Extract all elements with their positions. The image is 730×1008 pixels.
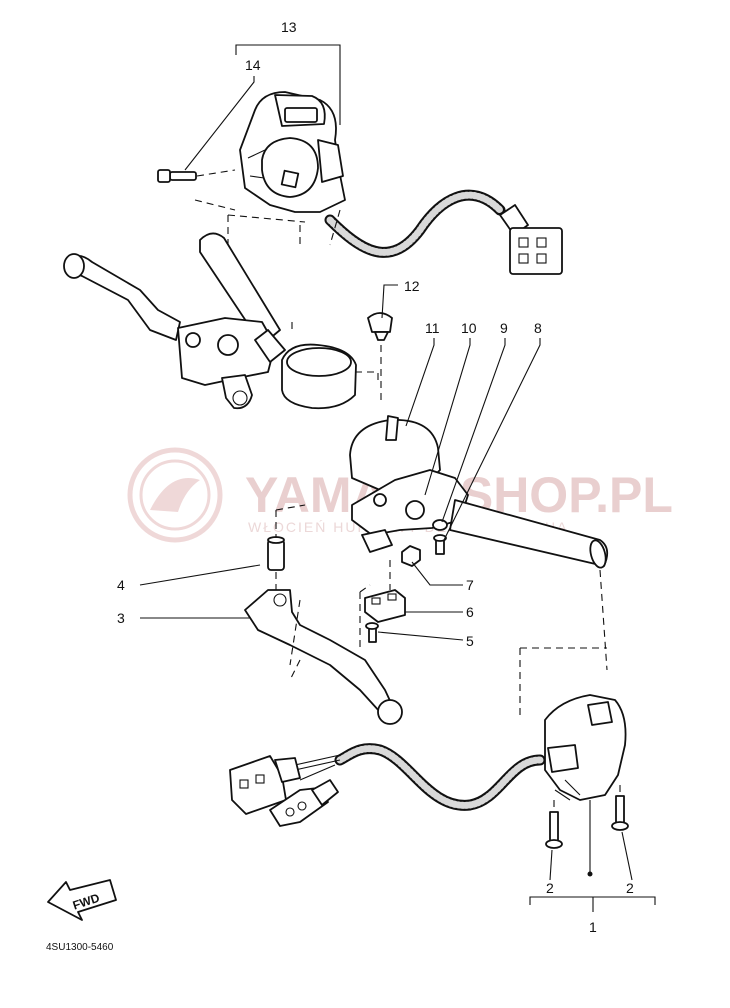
clutch-lever-assembly — [63, 253, 357, 410]
clip-12 — [367, 312, 393, 341]
right-handlebar-switch-1 — [229, 694, 627, 827]
callout-9: 9 — [500, 320, 508, 336]
screw-2b — [611, 795, 629, 831]
handlebar-tube-right — [449, 499, 609, 569]
callout-5: 5 — [466, 633, 474, 649]
callout-10: 10 — [461, 320, 477, 336]
switch-6 — [364, 589, 406, 623]
callout-2b: 2 — [626, 880, 634, 896]
callout-14: 14 — [245, 57, 261, 73]
drawing-code: 4SU1300-5460 — [46, 942, 114, 953]
callout-1: 1 — [589, 919, 597, 935]
brake-lever-3 — [244, 589, 403, 725]
callout-6: 6 — [466, 604, 474, 620]
washer-9 — [432, 519, 448, 531]
left-handlebar-switch-13 — [239, 91, 563, 275]
callout-11: 11 — [425, 320, 440, 336]
connector-1b — [269, 779, 339, 827]
bushing-4 — [267, 536, 285, 571]
screw-2a — [545, 811, 563, 849]
callout-12: 12 — [404, 278, 420, 294]
callout-7: 7 — [466, 577, 474, 593]
leader-lines — [139, 44, 656, 912]
callout-13: 13 — [281, 19, 297, 35]
callout-3: 3 — [117, 610, 125, 626]
callout-8: 8 — [534, 320, 542, 336]
nut-7 — [401, 545, 421, 567]
fwd-arrow: FWD — [47, 879, 117, 921]
callout-4: 4 — [117, 577, 125, 593]
bolt-8 — [433, 534, 447, 555]
screw-5 — [365, 622, 379, 643]
connector-13 — [499, 204, 563, 275]
watermark-logo-icon — [127, 447, 223, 543]
callout-2a: 2 — [546, 880, 554, 896]
callout-numbers: 13 14 12 11 10 9 8 7 6 5 4 3 2 2 1 — [117, 19, 634, 935]
screw-14 — [157, 169, 236, 183]
